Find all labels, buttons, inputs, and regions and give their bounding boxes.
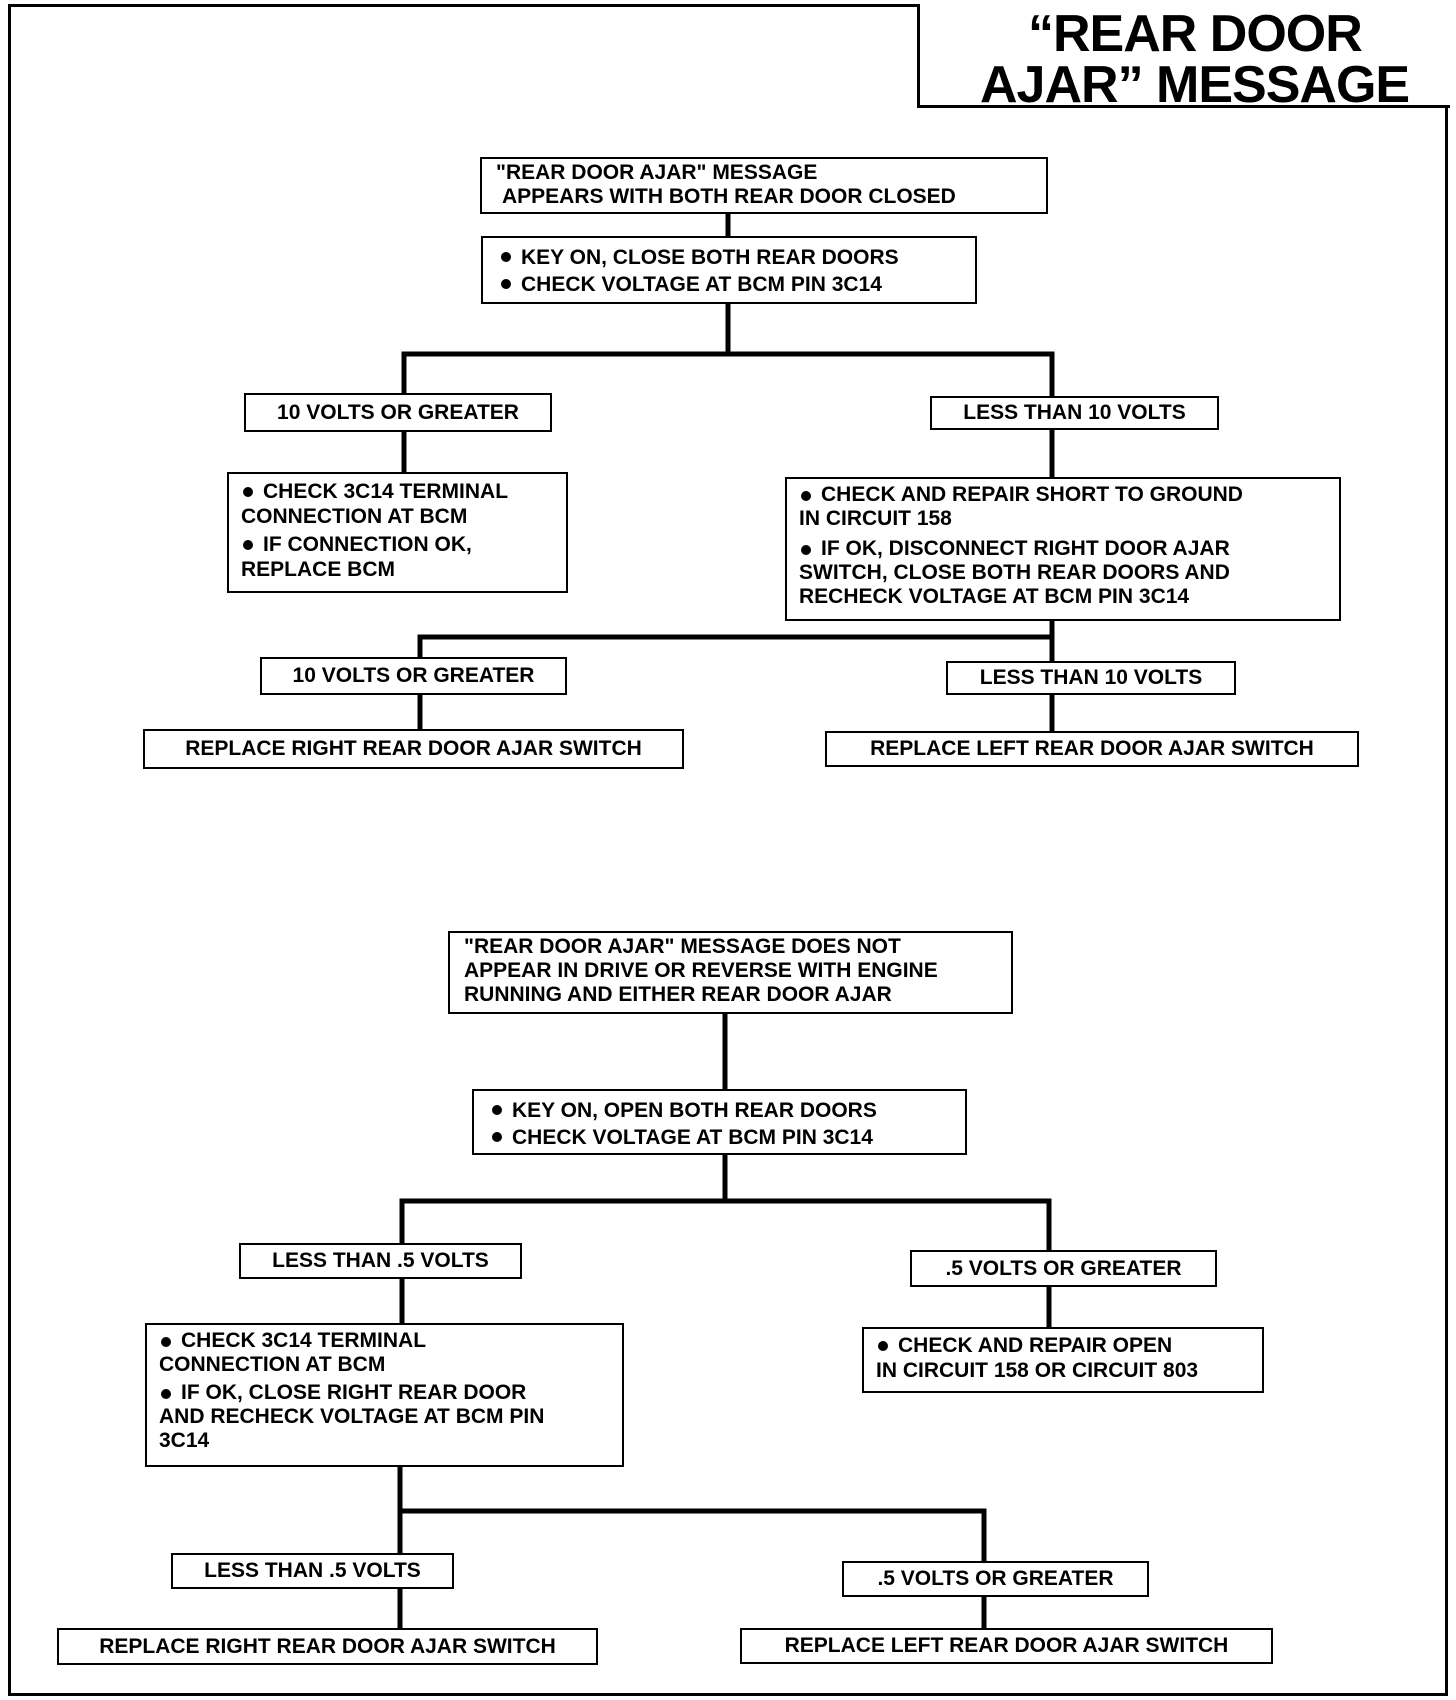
bottom-left-action-line-5: 3C14	[159, 1429, 210, 1452]
bottom-start-box: "REAR DOOR AJAR" MESSAGE DOES NOT APPEAR…	[448, 931, 1013, 1014]
top-step1-bullet-2: CHECK VOLTAGE AT BCM PIN 3C14	[493, 271, 975, 298]
bottom-left-action-line-4: AND RECHECK VOLTAGE AT BCM PIN	[159, 1405, 545, 1428]
bottom-sub-left-result-label: LESS THAN .5 VOLTS	[204, 1559, 421, 1582]
bottom-sub-left-action-label: REPLACE RIGHT REAR DOOR AJAR SWITCH	[99, 1635, 556, 1658]
bottom-left-action-line-2: CONNECTION AT BCM	[159, 1353, 386, 1376]
bottom-sub-right-action-box: REPLACE LEFT REAR DOOR AJAR SWITCH	[740, 1628, 1273, 1664]
top-right-action-line-2: IN CIRCUIT 158	[799, 507, 952, 530]
top-sub-right-action-label: REPLACE LEFT REAR DOOR AJAR SWITCH	[870, 737, 1314, 760]
bottom-start-line-2: APPEAR IN DRIVE OR REVERSE WITH ENGINE	[464, 959, 938, 982]
title-box: “REAR DOOR AJAR” MESSAGE	[917, 4, 1450, 114]
bottom-start-line-1: "REAR DOOR AJAR" MESSAGE DOES NOT	[464, 935, 901, 958]
top-left-result-label: 10 VOLTS OR GREATER	[277, 401, 519, 424]
top-left-result-box: 10 VOLTS OR GREATER	[244, 393, 552, 432]
top-sub-left-result-label: 10 VOLTS OR GREATER	[292, 664, 535, 687]
top-right-result-label: LESS THAN 10 VOLTS	[963, 401, 1186, 424]
bottom-sub-left-result-box: LESS THAN .5 VOLTS	[171, 1553, 454, 1589]
bottom-sub-right-result-box: .5 VOLTS OR GREATER	[842, 1561, 1149, 1597]
top-right-action-bullet-1: CHECK AND REPAIR SHORT TO GROUND	[799, 483, 1339, 507]
bottom-left-action-box: CHECK 3C14 TERMINAL CONNECTION AT BCM IF…	[145, 1323, 624, 1467]
bottom-right-action-line-2: IN CIRCUIT 158 OR CIRCUIT 803	[876, 1359, 1199, 1382]
bottom-right-result-box: .5 VOLTS OR GREATER	[910, 1250, 1217, 1287]
top-sub-right-result-label: LESS THAN 10 VOLTS	[979, 666, 1203, 689]
bottom-left-result-box: LESS THAN .5 VOLTS	[239, 1243, 522, 1279]
bottom-sub-right-action-label: REPLACE LEFT REAR DOOR AJAR SWITCH	[784, 1634, 1229, 1657]
top-right-action-line-5: RECHECK VOLTAGE AT BCM PIN 3C14	[799, 585, 1190, 608]
top-right-result-box: LESS THAN 10 VOLTS	[930, 396, 1219, 430]
top-sub-left-action-label: REPLACE RIGHT REAR DOOR AJAR SWITCH	[185, 737, 642, 760]
top-start-box: "REAR DOOR AJAR" MESSAGE APPEARS WITH BO…	[480, 157, 1048, 214]
bottom-step1-bullet-1: KEY ON, OPEN BOTH REAR DOORS	[484, 1097, 965, 1124]
top-sub-left-result-box: 10 VOLTS OR GREATER	[260, 657, 567, 695]
top-start-line-1: "REAR DOOR AJAR" MESSAGE	[496, 161, 818, 184]
top-sub-right-action-box: REPLACE LEFT REAR DOOR AJAR SWITCH	[825, 731, 1359, 767]
bottom-sub-right-result-label: .5 VOLTS OR GREATER	[877, 1567, 1114, 1590]
top-left-action-bullet-2: IF CONNECTION OK,	[241, 532, 566, 557]
bottom-step1-bullet-2: CHECK VOLTAGE AT BCM PIN 3C14	[484, 1124, 965, 1151]
top-start-line-2: APPEARS WITH BOTH REAR DOOR CLOSED	[502, 185, 956, 208]
bottom-right-action-box: CHECK AND REPAIR OPEN IN CIRCUIT 158 OR …	[862, 1327, 1264, 1393]
bottom-left-result-label: LESS THAN .5 VOLTS	[272, 1249, 489, 1272]
top-left-action-line-2: CONNECTION AT BCM	[241, 505, 468, 528]
top-left-action-line-4: REPLACE BCM	[241, 558, 396, 581]
page-frame	[8, 4, 1448, 1696]
top-sub-left-action-box: REPLACE RIGHT REAR DOOR AJAR SWITCH	[143, 729, 684, 769]
bottom-left-action-bullet-2: IF OK, CLOSE RIGHT REAR DOOR	[159, 1381, 622, 1405]
title-line-2: AJAR” MESSAGE	[980, 56, 1410, 114]
bottom-start-line-3: RUNNING AND EITHER REAR DOOR AJAR	[464, 983, 892, 1006]
bottom-step1-box: KEY ON, OPEN BOTH REAR DOORS CHECK VOLTA…	[472, 1089, 967, 1155]
title-line-1: “REAR DOOR	[1028, 5, 1363, 63]
top-left-action-bullet-1: CHECK 3C14 TERMINAL	[241, 479, 566, 504]
top-right-action-bullet-2: IF OK, DISCONNECT RIGHT DOOR AJAR	[799, 537, 1339, 561]
top-left-action-box: CHECK 3C14 TERMINAL CONNECTION AT BCM IF…	[227, 472, 568, 593]
top-right-action-box: CHECK AND REPAIR SHORT TO GROUND IN CIRC…	[785, 477, 1341, 621]
bottom-right-result-label: .5 VOLTS OR GREATER	[945, 1257, 1182, 1280]
top-sub-right-result-box: LESS THAN 10 VOLTS	[946, 661, 1236, 695]
bottom-sub-left-action-box: REPLACE RIGHT REAR DOOR AJAR SWITCH	[57, 1628, 598, 1665]
bottom-right-action-bullet-1: CHECK AND REPAIR OPEN	[876, 1333, 1262, 1358]
top-right-action-line-4: SWITCH, CLOSE BOTH REAR DOORS AND	[799, 561, 1230, 584]
bottom-left-action-bullet-1: CHECK 3C14 TERMINAL	[159, 1329, 622, 1353]
top-step1-bullet-1: KEY ON, CLOSE BOTH REAR DOORS	[493, 244, 975, 271]
top-step1-box: KEY ON, CLOSE BOTH REAR DOORS CHECK VOLT…	[481, 236, 977, 304]
